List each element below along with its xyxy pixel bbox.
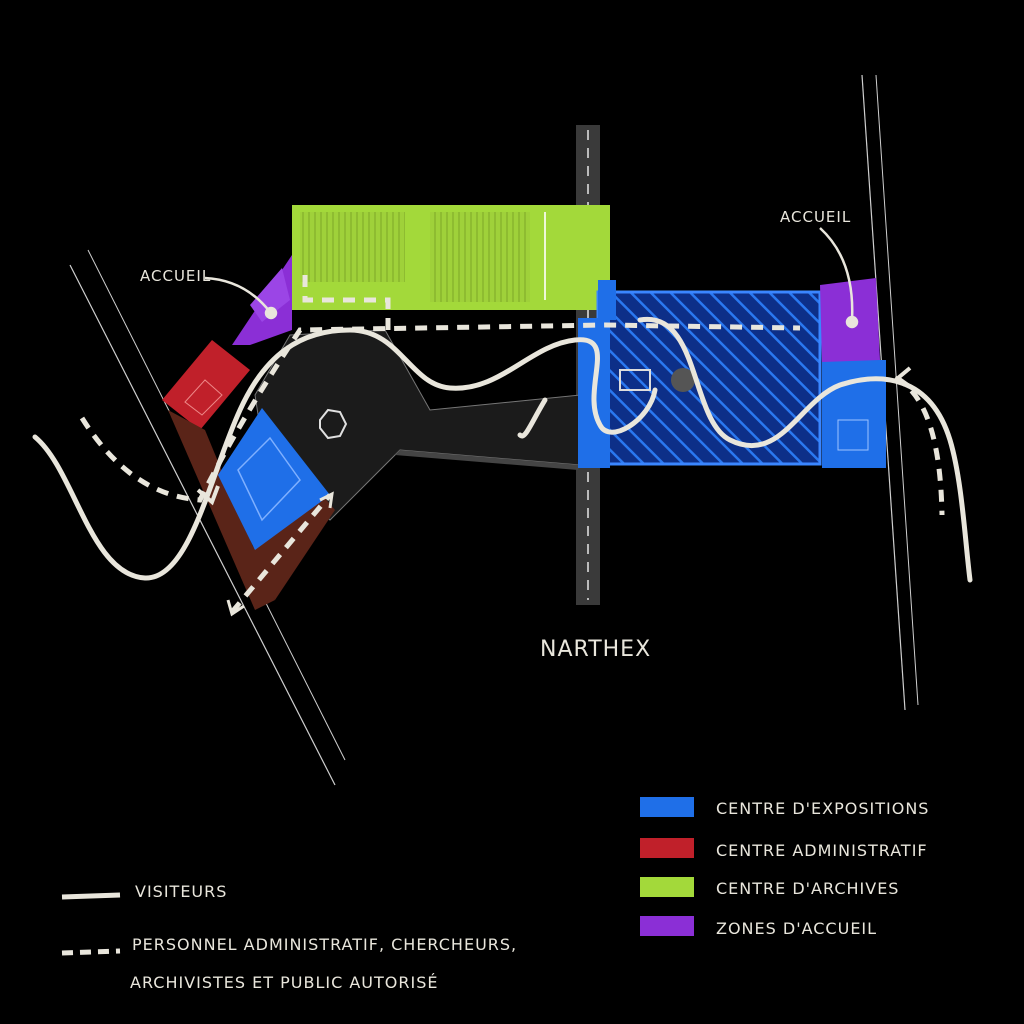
legend-label-staff-line2: ARCHIVISTES ET PUBLIC AUTORISÉ [130, 973, 438, 992]
legend-line-staff [61, 948, 121, 956]
legend-label-staff-line1: PERSONNEL ADMINISTRATIF, CHERCHEURS, [132, 935, 517, 954]
zone-archives [292, 205, 610, 310]
staff-arrowheads [226, 491, 334, 617]
legend-label-visitors: VISITEURS [135, 882, 227, 901]
legend-swatch-archives [640, 877, 694, 897]
legend-label-administratif: CENTRE ADMINISTRATIF [716, 841, 928, 860]
path-legend: VISITEURS PERSONNEL ADMINISTRATIF, CHERC… [61, 882, 517, 992]
legend-label-expositions: CENTRE D'EXPOSITIONS [716, 799, 929, 818]
legend-swatch-administratif [640, 838, 694, 858]
label-accueil-left: ACCUEIL [140, 267, 211, 285]
accueil-pointers [204, 227, 859, 329]
legend-label-archives: CENTRE D'ARCHIVES [716, 879, 899, 898]
zone-accueil-left [232, 255, 292, 345]
label-narthex: NARTHEX [540, 637, 651, 662]
visitor-arrowheads [196, 366, 914, 506]
zone-legend: CENTRE D'EXPOSITIONS CENTRE ADMINISTRATI… [640, 797, 929, 938]
label-accueil-right: ACCUEIL [780, 208, 851, 226]
legend-line-visitors [61, 892, 121, 900]
legend-label-accueil: ZONES D'ACCUEIL [716, 919, 877, 938]
legend-swatch-accueil [640, 916, 694, 936]
visitor-paths [32, 317, 973, 583]
zone-expositions-left [218, 408, 330, 550]
legend-swatch-expositions [640, 797, 694, 817]
